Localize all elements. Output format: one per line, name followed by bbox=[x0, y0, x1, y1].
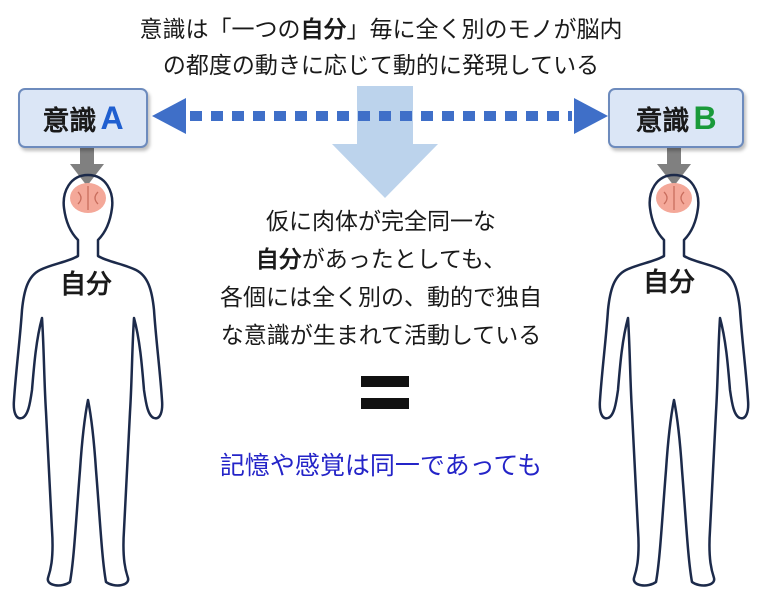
middle-line-2: 自分があったとしても、 bbox=[180, 240, 582, 274]
person-right-figure bbox=[598, 173, 750, 587]
arrow-b-to-head bbox=[657, 146, 691, 186]
person-left-figure bbox=[12, 173, 164, 587]
middle-line-4: な意識が生まれて活動している bbox=[220, 323, 542, 349]
consciousness-a-letter: A bbox=[100, 99, 124, 136]
conclusion-text: 記憶や感覚は同一であっても bbox=[219, 451, 543, 480]
middle-line-2-bold: 自分 bbox=[255, 247, 302, 273]
header-down-arrow bbox=[332, 86, 438, 198]
consciousness-b-letter: B bbox=[693, 99, 717, 136]
consciousness-b-label: 意識 bbox=[635, 105, 690, 137]
brain-right bbox=[656, 183, 692, 213]
equals-bar-bottom bbox=[361, 398, 409, 409]
header-line-1-bold: 自分 bbox=[300, 17, 347, 43]
person-left-label: 自分 bbox=[60, 270, 113, 300]
middle-line-2-rest: があったとしても、 bbox=[301, 247, 507, 273]
consciousness-a-label: 意識 bbox=[42, 105, 97, 137]
equals-bar-top bbox=[361, 376, 409, 387]
header-line-2: の都度の動きに応じて動的に発現している bbox=[162, 53, 600, 79]
bidirectional-dotted-arrow bbox=[152, 98, 608, 134]
middle-line-1: 仮に肉体が完全同一な bbox=[266, 209, 496, 235]
person-right-label: 自分 bbox=[643, 268, 696, 298]
header-line-1-post: 」毎に全く別のモノが脳内 bbox=[346, 17, 623, 43]
header-line-1-pre: 意識は「一つの bbox=[139, 17, 301, 43]
header-line-1: 意識は「一つの自分」毎に全く別のモノが脳内 bbox=[0, 10, 762, 44]
brain-left bbox=[70, 183, 106, 213]
middle-line-3: 各個には全く別の、動的で独自 bbox=[220, 285, 542, 311]
